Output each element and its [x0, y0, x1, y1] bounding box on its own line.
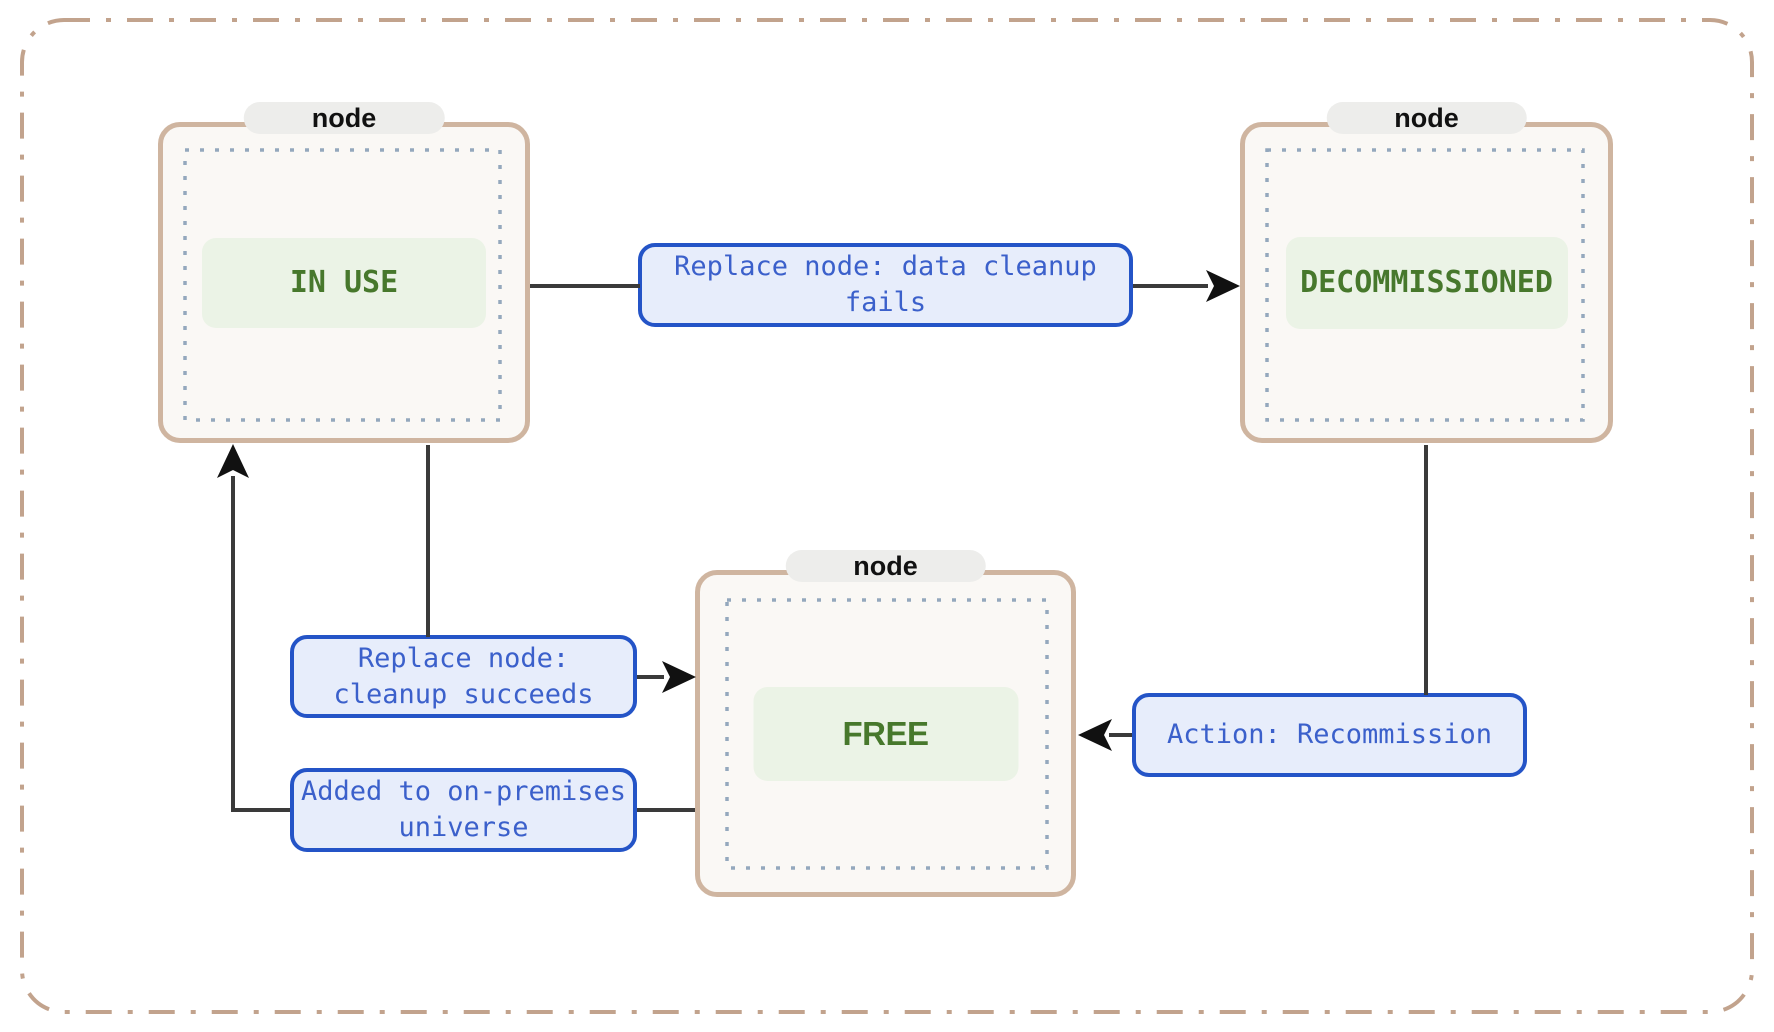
state-label-free: FREE [842, 714, 929, 752]
node-type-pill: node [243, 102, 445, 134]
state-node-in-use: node IN USE [158, 102, 530, 443]
state-label-decommissioned: DECOMMISSIONED [1300, 265, 1553, 300]
state-node-decommissioned: node DECOMMISSIONED [1240, 102, 1613, 443]
edge-label-added-to-on-premises-universe: Added to on-premises universe [290, 768, 637, 852]
arrowhead-into-free-left [662, 661, 696, 693]
node-type-label: node [1394, 102, 1459, 133]
state-node-free: node FREE [695, 550, 1076, 897]
edge-label-replace-node-data-cleanup-fails: Replace node: data cleanup fails [638, 243, 1133, 327]
node-type-label: node [853, 550, 918, 581]
state-badge-in-use: IN USE [202, 237, 486, 328]
edge-label-action-recommission: Action: Recommission [1132, 693, 1527, 777]
node-type-pill: node [1326, 102, 1527, 134]
state-badge-decommissioned: DECOMMISSIONED [1285, 236, 1568, 329]
edge-label-replace-node-cleanup-succeeds: Replace node: cleanup succeeds [290, 635, 637, 718]
state-label-in-use: IN USE [289, 265, 399, 300]
node-type-label: node [311, 102, 377, 133]
state-badge-free: FREE [753, 686, 1018, 781]
edge-line-label3-to-inuse [231, 476, 290, 812]
arrowhead-into-free-right [1078, 719, 1112, 751]
node-type-pill: node [785, 550, 986, 582]
arrowhead-into-decommissioned [1206, 270, 1240, 302]
arrowhead-into-inuse-bottom [217, 444, 249, 478]
